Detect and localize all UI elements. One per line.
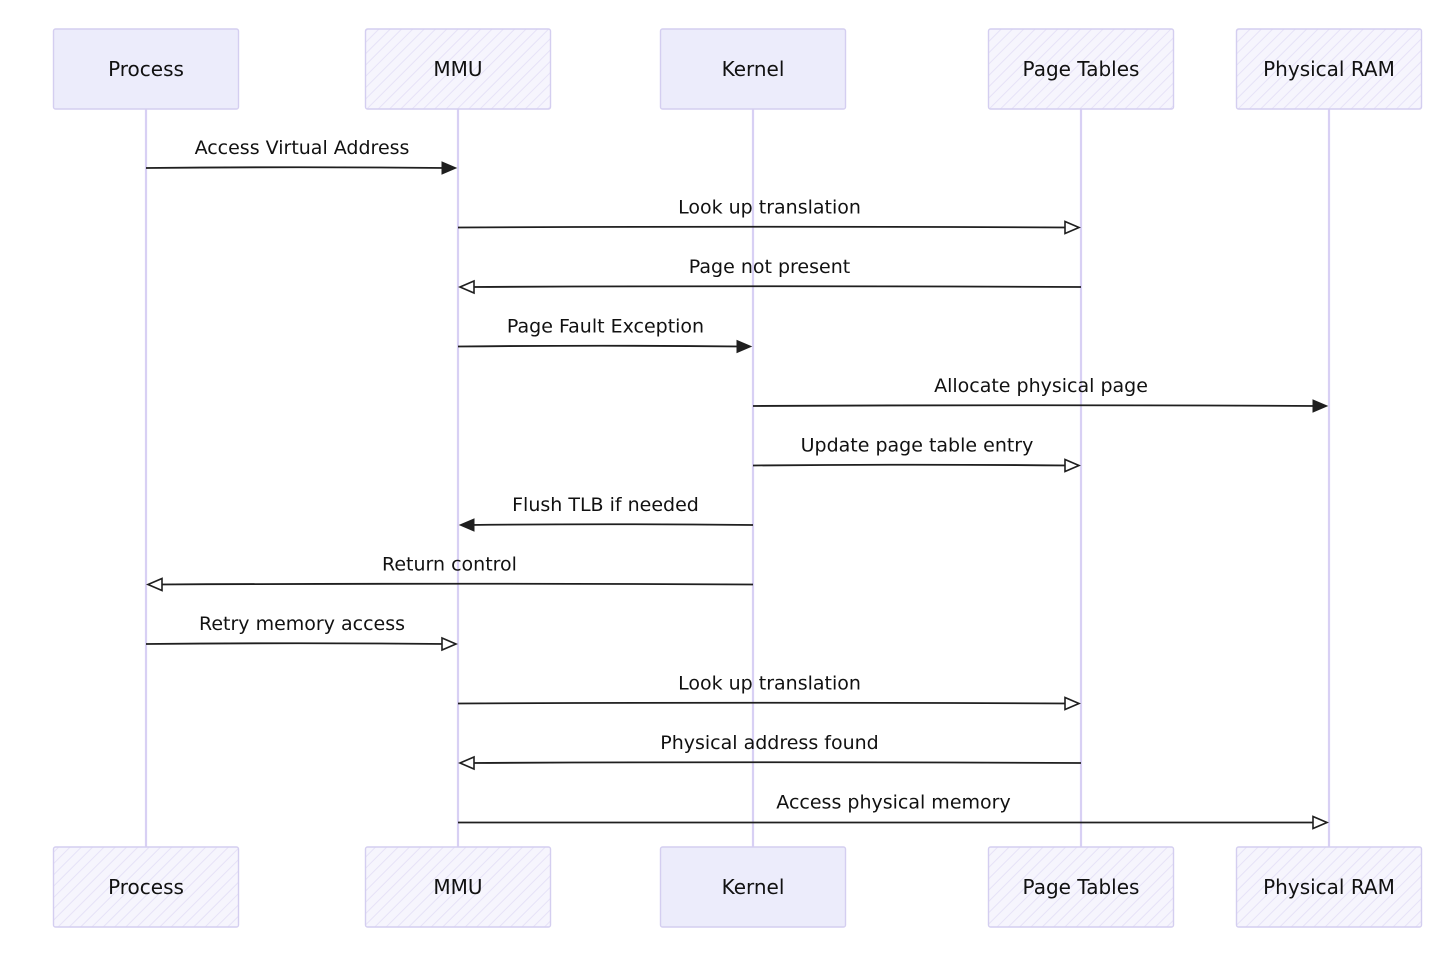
actor-label: Kernel bbox=[722, 875, 785, 899]
message-1: Access Virtual Address bbox=[145, 137, 458, 175]
actor-box bbox=[987, 28, 1175, 110]
filled-arrowhead-icon bbox=[736, 339, 753, 354]
actor-mmu-bottom: MMU bbox=[364, 846, 552, 928]
actor-box bbox=[364, 846, 552, 928]
actor-label: Page Tables bbox=[1023, 875, 1140, 899]
message-12: Access physical memory bbox=[457, 792, 1330, 830]
message-arrow-line bbox=[457, 225, 1070, 229]
actor-kernel-top: Kernel bbox=[659, 28, 847, 110]
open-arrowhead-icon bbox=[441, 636, 459, 652]
open-arrowhead-icon bbox=[1064, 220, 1082, 235]
message-10: Look up translation bbox=[457, 673, 1082, 711]
filled-arrowhead-icon bbox=[441, 161, 458, 175]
open-arrowhead-icon bbox=[1312, 815, 1330, 830]
message-arrow-line bbox=[469, 285, 1082, 288]
message-arrow-line bbox=[457, 820, 1318, 824]
open-arrowhead-icon bbox=[457, 279, 475, 295]
actor-label: Process bbox=[108, 875, 184, 899]
message-label: Access physical memory bbox=[776, 792, 1010, 814]
actor-physical_ram-top: Physical RAM bbox=[1235, 28, 1423, 110]
message-4: Page Fault Exception bbox=[457, 316, 753, 354]
message-arrow-line bbox=[752, 404, 1318, 407]
actor-label: MMU bbox=[433, 57, 482, 81]
message-arrow-line bbox=[457, 344, 742, 348]
message-label: Update page table entry bbox=[801, 435, 1034, 457]
message-arrow-line bbox=[469, 761, 1082, 764]
actor-mmu-top: MMU bbox=[364, 28, 552, 110]
actor-kernel-bottom: Kernel bbox=[659, 846, 847, 928]
message-6: Update page table entry bbox=[752, 435, 1082, 473]
actor-box bbox=[52, 846, 240, 928]
actor-box bbox=[1235, 846, 1423, 928]
filled-arrowhead-icon bbox=[458, 518, 475, 532]
message-arrow-line bbox=[157, 582, 754, 586]
actor-process-bottom: Process bbox=[52, 846, 240, 928]
message-label: Allocate physical page bbox=[934, 375, 1148, 397]
message-arrow-line bbox=[469, 523, 754, 526]
message-9: Retry memory access bbox=[145, 613, 459, 652]
open-arrowhead-icon bbox=[1064, 458, 1082, 473]
message-5: Allocate physical page bbox=[752, 375, 1329, 413]
message-label: Return control bbox=[382, 554, 517, 576]
actor-label: Physical RAM bbox=[1263, 57, 1395, 81]
actor-page_tables-top: Page Tables bbox=[987, 28, 1175, 110]
message-label: Look up translation bbox=[678, 197, 861, 219]
filled-arrowhead-icon bbox=[1312, 399, 1329, 413]
actor-physical_ram-bottom: Physical RAM bbox=[1235, 846, 1423, 928]
message-2: Look up translation bbox=[457, 197, 1082, 235]
message-label: Page Fault Exception bbox=[507, 316, 704, 338]
open-arrowhead-icon bbox=[1064, 696, 1082, 711]
message-arrow-line bbox=[145, 166, 447, 169]
actor-label: MMU bbox=[433, 875, 482, 899]
message-label: Flush TLB if needed bbox=[512, 494, 699, 516]
actor-label: Physical RAM bbox=[1263, 875, 1395, 899]
actor-label: Kernel bbox=[722, 57, 785, 81]
actor-label: Page Tables bbox=[1023, 57, 1140, 81]
open-arrowhead-icon bbox=[145, 577, 163, 592]
message-arrow-line bbox=[145, 642, 447, 645]
message-label: Retry memory access bbox=[199, 613, 405, 635]
actor-row-bottom: Process MMU Kernel Page Tables Physical RAM bbox=[52, 846, 1423, 928]
actor-box bbox=[1235, 28, 1423, 110]
message-label: Look up translation bbox=[678, 673, 861, 695]
actor-box bbox=[364, 28, 552, 110]
actor-box bbox=[987, 846, 1175, 928]
message-arrow-line bbox=[457, 701, 1070, 705]
actor-page_tables-bottom: Page Tables bbox=[987, 846, 1175, 928]
message-label: Page not present bbox=[689, 256, 850, 278]
actor-box bbox=[659, 28, 847, 110]
lifelines bbox=[144, 109, 1331, 847]
message-label: Physical address found bbox=[660, 732, 878, 754]
message-label: Access Virtual Address bbox=[195, 137, 410, 159]
actor-label: Process bbox=[108, 57, 184, 81]
open-arrowhead-icon bbox=[457, 755, 475, 771]
actor-process-top: Process bbox=[52, 28, 240, 110]
message-8: Return control bbox=[145, 554, 754, 592]
message-11: Physical address found bbox=[457, 732, 1082, 771]
message-arrow-line bbox=[752, 463, 1070, 467]
actor-box bbox=[52, 28, 240, 110]
actor-row-top: Process MMU Kernel Page Tables Physical RAM bbox=[52, 28, 1423, 110]
actor-box bbox=[659, 846, 847, 928]
message-7: Flush TLB if needed bbox=[458, 494, 754, 532]
message-3: Page not present bbox=[457, 256, 1082, 295]
